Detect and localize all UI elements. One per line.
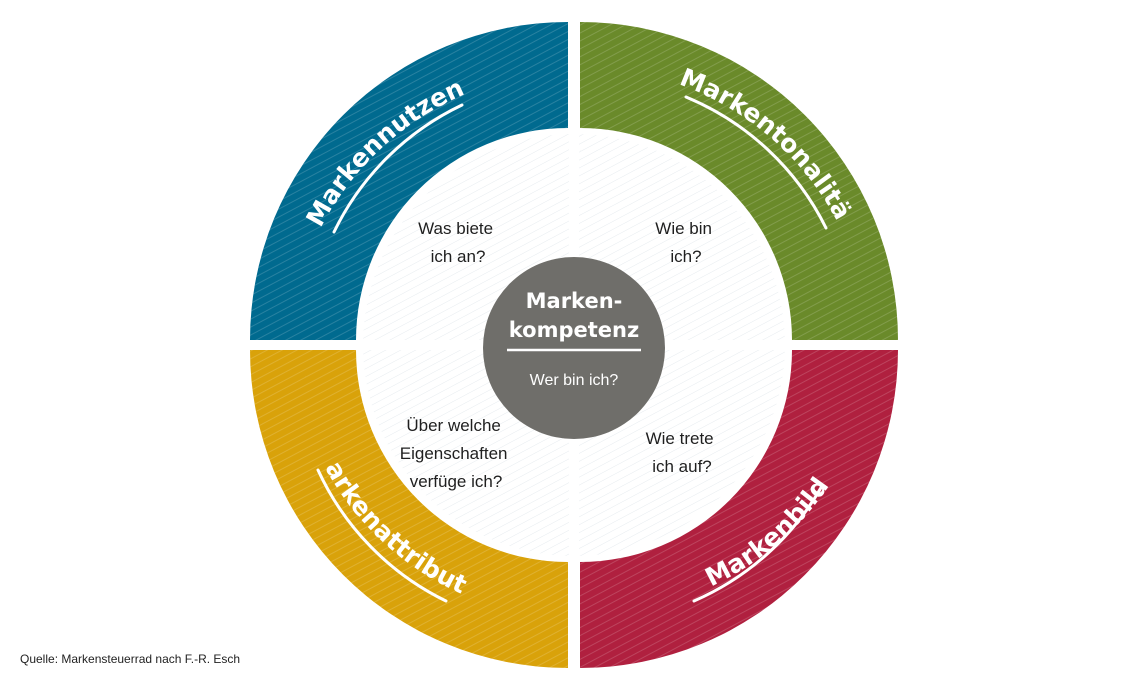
core-title-line2: kompetenz: [509, 318, 639, 342]
accent-arc-markenattribute: [316, 468, 448, 603]
question-markennutzen: Was biete ich an?: [418, 219, 498, 266]
accent-arc-markenbild: [692, 484, 824, 603]
core-title-line1: Marken-: [526, 289, 623, 313]
segment-markenbild: [580, 350, 898, 668]
segment-markennutzen: [250, 22, 568, 340]
core-markenkompetenz: Marken- kompetenz Wer bin ich?: [483, 257, 665, 439]
source-caption: Quelle: Markensteuerrad nach F.-R. Esch: [20, 652, 241, 666]
question-markentonalitaet: Wie bin ich?: [655, 219, 716, 266]
segment-markentonalitaet: [580, 22, 898, 340]
accent-arc-markennutzen: [332, 103, 464, 234]
core-question: Wer bin ich?: [530, 372, 619, 389]
core-circle: [483, 257, 665, 439]
accent-arc-markentonalitaet: [684, 95, 828, 230]
question-markenattribute: Über welche Eigenschaften verfüge ich?: [400, 416, 512, 491]
segment-markenattribute: [250, 350, 568, 668]
question-markenbild: Wie trete ich auf?: [646, 429, 719, 476]
